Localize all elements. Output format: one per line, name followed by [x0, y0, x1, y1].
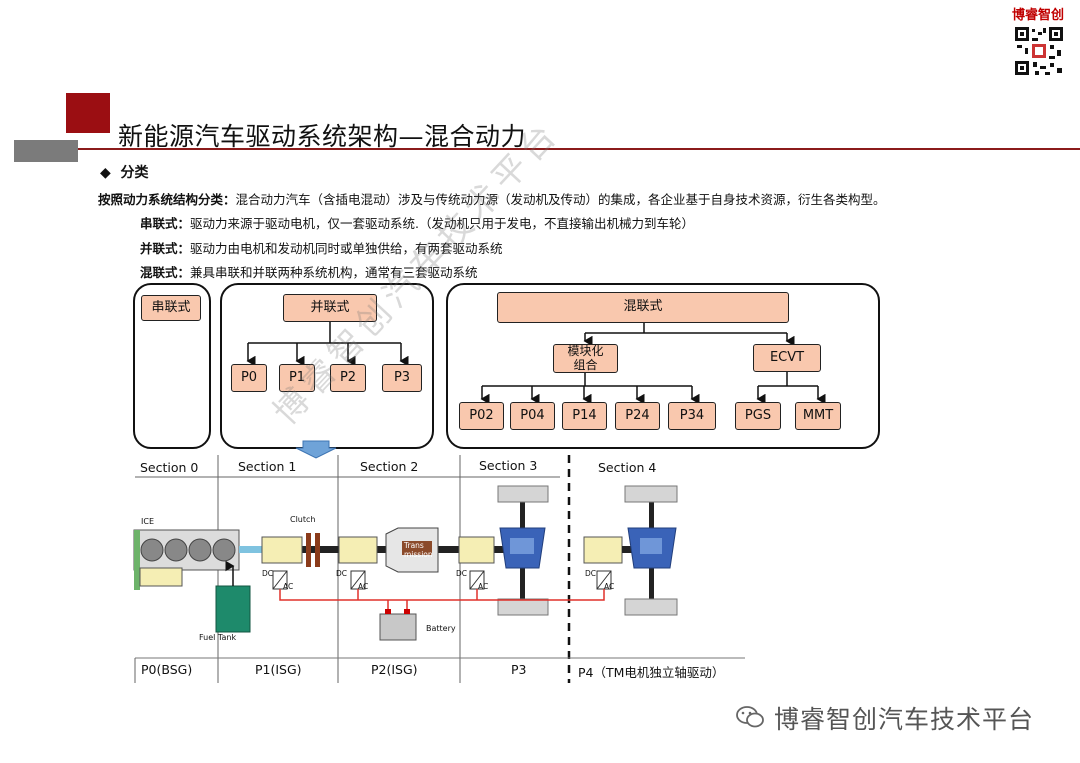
accent-square: [66, 93, 110, 133]
definition-term: 并联式：: [140, 241, 191, 256]
definition-series: 串联式：驱动力来源于驱动电机，仅一套驱动系统.（发动机只用于发电，不直接输出机械…: [140, 213, 694, 232]
section-label: Section 4: [598, 460, 657, 475]
svg-text:AC: AC: [478, 582, 488, 591]
definition-term: 串联式：: [140, 216, 191, 231]
node-mixed: 混联式: [497, 292, 789, 323]
definition-text: 驱动力来源于驱动电机，仅一套驱动系统.（发动机只用于发电，不直接输出机械力到车轮…: [190, 216, 694, 231]
svg-text:AC: AC: [358, 582, 368, 591]
position-label: P0(BSG): [141, 662, 193, 677]
battery-icon: [379, 613, 417, 641]
node-pgs: PGS: [735, 402, 781, 430]
wechat-icon: [736, 706, 764, 728]
qr-code-icon: [1014, 26, 1064, 76]
svg-text:DC: DC: [456, 569, 467, 578]
section-label: Section 3: [479, 458, 538, 473]
ice-label: ICE: [141, 517, 154, 526]
svg-text:AC: AC: [283, 582, 293, 591]
intro-text: 混合动力汽车（含插电混动）涉及与传统动力源（发动机及传动）的集成，各企业基于自身…: [235, 192, 886, 207]
intro-line: 按照动力系统结构分类：混合动力汽车（含插电混动）涉及与传统动力源（发动机及传动）…: [98, 189, 886, 208]
node-p2: P2: [330, 364, 366, 392]
position-label: P3: [511, 662, 527, 677]
definition-parallel: 并联式：驱动力由电机和发动机同时或单独供给，有两套驱动系统: [140, 238, 503, 257]
node-series: 串联式: [141, 295, 201, 321]
section-label: Section 0: [140, 460, 199, 475]
position-label: P4（TM电机独立轴驱动）: [578, 665, 725, 680]
section-label: Section 2: [360, 459, 419, 474]
clutch-label: Clutch: [290, 515, 316, 524]
section-heading: ◆ 分类: [100, 162, 149, 182]
definition-mixed: 混联式：兼具串联和并联两种系统机构，通常有三套驱动系统: [140, 262, 478, 281]
fuel-tank-label: Fuel Tank: [199, 633, 237, 642]
node-p3: P3: [382, 364, 422, 392]
svg-text:DC: DC: [262, 569, 273, 578]
node-p0: P0: [231, 364, 267, 392]
node-p34: P34: [668, 402, 716, 430]
svg-text:DC: DC: [336, 569, 347, 578]
section-heading-label: 分类: [120, 165, 149, 181]
node-modular: 模块化组合: [553, 344, 618, 373]
intro-label: 按照动力系统结构分类：: [98, 192, 236, 207]
diamond-bullet-icon: ◆: [100, 165, 111, 181]
footer-watermark: 博睿智创汽车技术平台: [774, 705, 1035, 734]
transmission-label: Trans mission: [404, 541, 433, 559]
section-label: Section 1: [238, 459, 297, 474]
position-label: P2(ISG): [371, 662, 418, 677]
node-p1: P1: [279, 364, 315, 392]
svg-text:AC: AC: [604, 582, 614, 591]
definition-term: 混联式：: [140, 265, 191, 280]
definition-text: 兼具串联和并联两种系统机构，通常有三套驱动系统: [190, 265, 478, 280]
node-mmt: MMT: [795, 402, 841, 430]
title-underline: [78, 148, 1080, 150]
accent-gray-bar: [14, 140, 78, 162]
definition-text: 驱动力由电机和发动机同时或单独供给，有两套驱动系统: [190, 241, 503, 256]
node-ecvt: ECVT: [753, 344, 821, 372]
brand-logo-text: 博睿智创: [1011, 8, 1064, 23]
position-label: P1(ISG): [255, 662, 302, 677]
series-group: 串联式: [133, 283, 211, 449]
page-title: 新能源汽车驱动系统架构—混合动力: [118, 122, 527, 151]
svg-text:DC: DC: [585, 569, 596, 578]
battery-label: Battery: [426, 624, 456, 633]
node-parallel: 并联式: [283, 294, 377, 322]
node-p24: P24: [615, 402, 660, 430]
node-p02: P02: [459, 402, 504, 430]
fuel-tank-icon: [215, 585, 251, 633]
down-arrow-icon: [295, 440, 337, 459]
node-p14: P14: [562, 402, 607, 430]
engine-icon: [133, 529, 240, 590]
node-p04: P04: [510, 402, 555, 430]
